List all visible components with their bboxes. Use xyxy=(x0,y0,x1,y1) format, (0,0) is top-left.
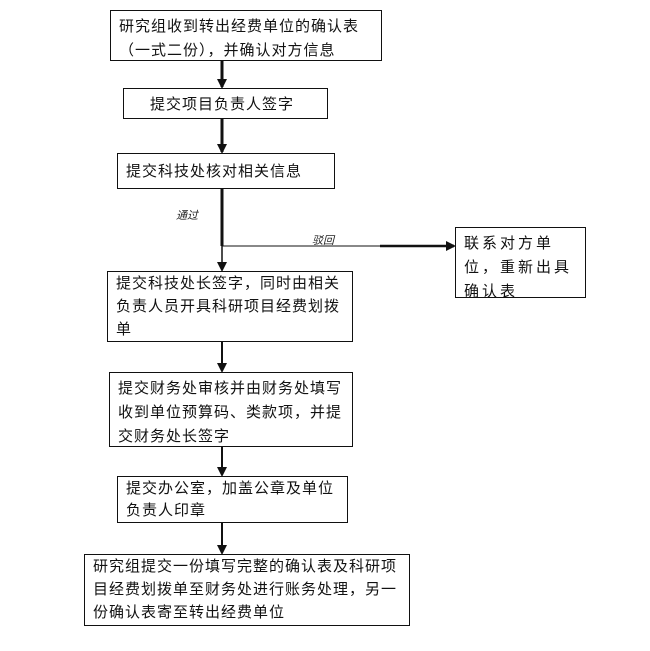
flow-step-7: 研究组提交一份填写完整的确认表及科研项目经费划拨单至财务处进行账务处理，另一份确… xyxy=(84,554,410,626)
flow-reject-step-text: 联系对方单位，重新出具确认表 xyxy=(464,234,573,300)
edge-label-reject: 驳回 xyxy=(312,234,334,247)
flow-step-5: 提交财务处审核并由财务处填写收到单位预算码、类款项，并提交财务处长签字 xyxy=(109,372,353,447)
flow-step-6-text: 提交办公室，加盖公章及单位负责人印章 xyxy=(126,479,335,519)
flow-step-4: 提交科技处长签字，同时由相关负责人员开具科研项目经费划拨单 xyxy=(107,271,353,342)
flow-step-2: 提交项目负责人签字 xyxy=(123,88,328,119)
flow-step-1: 研究组收到转出经费单位的确认表（一式二份），并确认对方信息 xyxy=(110,10,382,61)
flow-step-6: 提交办公室，加盖公章及单位负责人印章 xyxy=(117,476,348,523)
flow-reject-step: 联系对方单位，重新出具确认表 xyxy=(455,227,586,300)
flow-step-5-text: 提交财务处审核并由财务处填写收到单位预算码、类款项，并提交财务处长签字 xyxy=(118,379,343,445)
edge-label-pass: 通过 xyxy=(176,209,198,222)
flow-step-2-text: 提交项目负责人签字 xyxy=(150,95,295,113)
flow-step-7-text: 研究组提交一份填写完整的确认表及科研项目经费划拨单至财务处进行账务处理，另一份确… xyxy=(93,557,398,621)
flow-step-4-text: 提交科技处长签字，同时由相关负责人员开具科研项目经费划拨单 xyxy=(116,274,341,338)
flow-step-3: 提交科技处核对相关信息 xyxy=(117,153,335,189)
flow-step-1-text: 研究组收到转出经费单位的确认表（一式二份），并确认对方信息 xyxy=(119,17,360,59)
flow-step-3-text: 提交科技处核对相关信息 xyxy=(126,162,303,180)
